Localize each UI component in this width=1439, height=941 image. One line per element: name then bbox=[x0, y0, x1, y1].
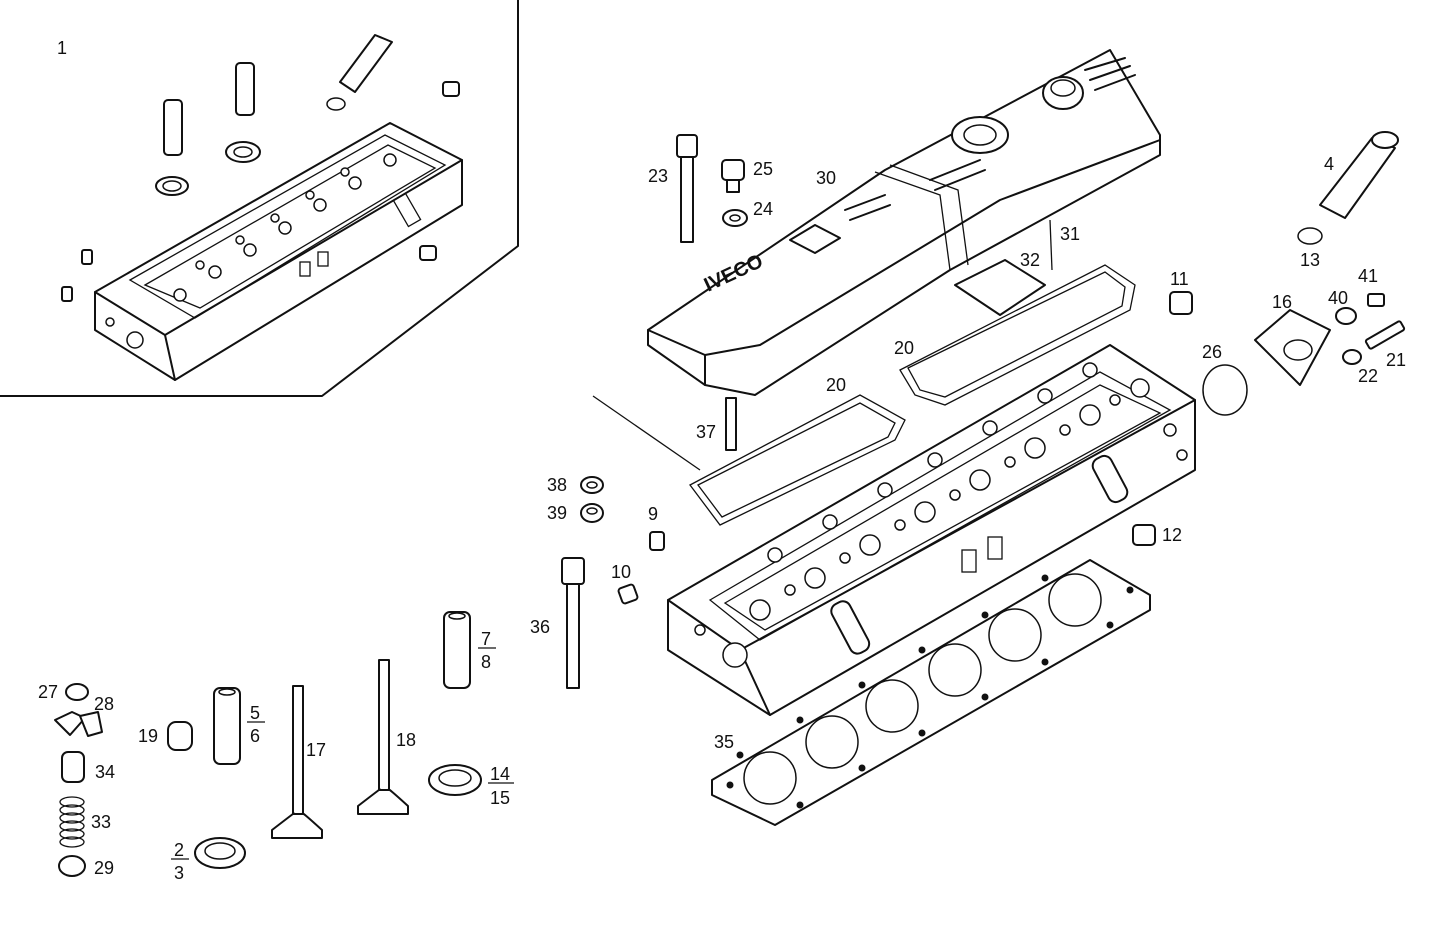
callout-22: 22 bbox=[1358, 366, 1378, 386]
pipe-sleeve-4 bbox=[1319, 131, 1399, 219]
bush-12 bbox=[1132, 524, 1156, 546]
cover-gasket-20-lower bbox=[689, 394, 906, 526]
seal-19 bbox=[167, 721, 193, 751]
callout-5: 5 bbox=[250, 703, 260, 723]
callout-7: 7 bbox=[481, 629, 491, 649]
plug-10 bbox=[617, 583, 639, 605]
callout-25: 25 bbox=[753, 159, 773, 179]
callout-38: 38 bbox=[547, 475, 567, 495]
head-holes bbox=[694, 362, 1188, 668]
guide-5-6 bbox=[213, 687, 241, 765]
callout-31: 31 bbox=[1060, 224, 1080, 244]
screw-41 bbox=[1367, 293, 1385, 307]
callout-10: 10 bbox=[611, 562, 631, 582]
callout-12: 12 bbox=[1162, 525, 1182, 545]
callout-32: 32 bbox=[1020, 250, 1040, 270]
callout-labels: 1 2 3 4 5 6 7 8 9 10 11 12 13 14 15 16 1… bbox=[38, 38, 1406, 883]
key-28 bbox=[54, 711, 103, 737]
spring-33 bbox=[59, 796, 85, 848]
oring-13 bbox=[1297, 227, 1323, 245]
washer-40 bbox=[1335, 307, 1357, 325]
callout-27: 27 bbox=[38, 682, 58, 702]
callout-18: 18 bbox=[396, 730, 416, 750]
callout-30: 30 bbox=[816, 168, 836, 188]
cup-29 bbox=[58, 855, 86, 877]
callout-28: 28 bbox=[94, 694, 114, 714]
head-gasket-bolt-holes bbox=[726, 574, 1134, 809]
assembly-inset bbox=[0, 0, 519, 397]
callout-3: 3 bbox=[174, 863, 184, 883]
callout-39: 39 bbox=[547, 503, 567, 523]
callout-19: 19 bbox=[138, 726, 158, 746]
callout-1: 1 bbox=[57, 38, 67, 58]
ring-2-3 bbox=[194, 837, 246, 869]
inset-head-holes bbox=[105, 153, 397, 349]
nut-39 bbox=[580, 503, 604, 523]
valve-18 bbox=[357, 659, 409, 815]
callout-36: 36 bbox=[530, 617, 550, 637]
flange-16 bbox=[1254, 309, 1331, 386]
callout-24: 24 bbox=[753, 199, 773, 219]
callout-41: 41 bbox=[1358, 266, 1378, 286]
callout-11: 11 bbox=[1170, 269, 1189, 289]
valve-cover: IVECO bbox=[647, 49, 1161, 396]
plug-25 bbox=[721, 159, 745, 193]
callout-17: 17 bbox=[306, 740, 326, 760]
stud-bolt-23 bbox=[676, 134, 698, 243]
callout-23: 23 bbox=[648, 166, 668, 186]
washer-24 bbox=[722, 209, 748, 227]
callout-6: 6 bbox=[250, 726, 260, 746]
washer-22 bbox=[1342, 349, 1362, 365]
callout-35: 35 bbox=[714, 732, 734, 752]
stud-37 bbox=[725, 397, 737, 451]
cover-gasket-20-upper bbox=[899, 264, 1136, 406]
callout-4: 4 bbox=[1324, 154, 1334, 174]
leader-line-37 bbox=[592, 395, 701, 471]
callout-13: 13 bbox=[1300, 250, 1320, 270]
callout-16: 16 bbox=[1272, 292, 1292, 312]
cover-gasket-32 bbox=[954, 259, 1046, 316]
plug-9 bbox=[649, 531, 665, 551]
callout-33: 33 bbox=[91, 812, 111, 832]
callout-15: 15 bbox=[490, 788, 510, 808]
head-gasket bbox=[711, 559, 1151, 826]
nut-38 bbox=[580, 476, 604, 494]
cylinder-head bbox=[667, 344, 1196, 716]
oring-26 bbox=[1202, 364, 1248, 416]
inset-valve-guides bbox=[61, 34, 460, 302]
callout-29: 29 bbox=[94, 858, 114, 878]
callout-20-lower: 20 bbox=[826, 375, 846, 395]
ring-14-15 bbox=[428, 764, 482, 796]
callout-9: 9 bbox=[648, 504, 658, 524]
inset-cylinder-head bbox=[94, 122, 463, 381]
valve-cover-ribs bbox=[844, 57, 1136, 221]
callout-20-upper: 20 bbox=[894, 338, 914, 358]
bush-11 bbox=[1169, 291, 1193, 315]
callout-40: 40 bbox=[1328, 288, 1348, 308]
screw-21 bbox=[1364, 320, 1406, 350]
callout-34: 34 bbox=[95, 762, 115, 782]
cap-27 bbox=[65, 683, 89, 701]
valve-17 bbox=[271, 685, 323, 839]
callout-8: 8 bbox=[481, 652, 491, 672]
callout-21: 21 bbox=[1386, 350, 1406, 370]
callout-14: 14 bbox=[490, 764, 510, 784]
callout-37: 37 bbox=[696, 422, 716, 442]
callout-2: 2 bbox=[174, 840, 184, 860]
bracket-31-32 bbox=[1049, 219, 1053, 271]
head-bolt-36 bbox=[561, 557, 585, 689]
seat-34 bbox=[61, 751, 85, 783]
callout-26: 26 bbox=[1202, 342, 1222, 362]
guide-7-8 bbox=[443, 611, 471, 689]
